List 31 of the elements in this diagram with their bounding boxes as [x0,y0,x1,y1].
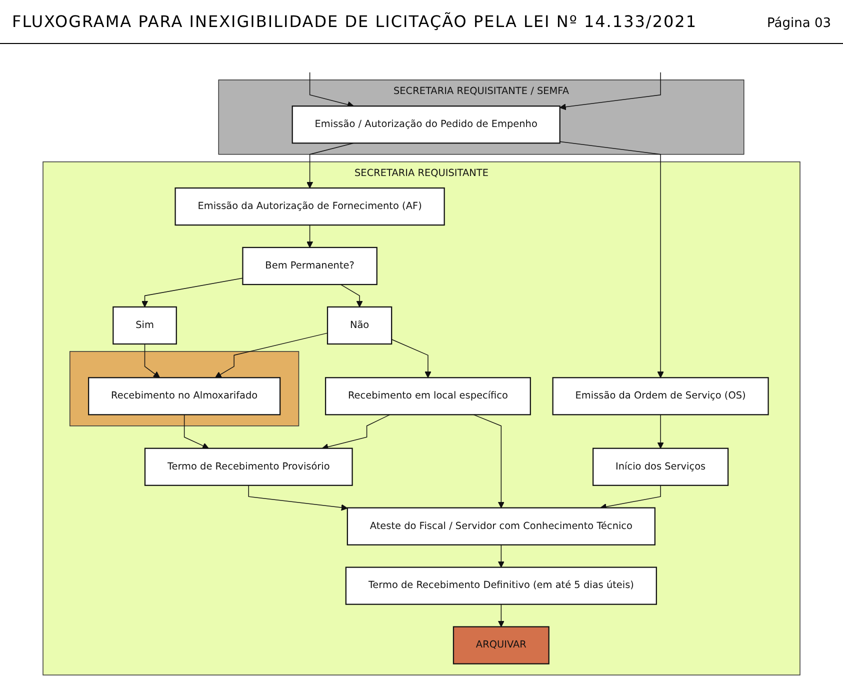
arrow [473,414,504,508]
node-box: Início dos Serviços [592,448,729,486]
node-box: Termo de Recebimento Definitivo (em até 5 dias úteis) [345,566,657,605]
node-box: Emissão da Ordem de Serviço (OS) [552,377,769,416]
node-box: Sim [112,306,177,345]
arrow [184,414,209,449]
arrow [340,284,363,308]
node-box: Recebimento no Almoxarifado [88,377,281,416]
node-box: Bem Permanente? [242,246,378,286]
node-box: ARQUIVAR [452,626,550,664]
arrow [144,344,160,378]
arrow [248,485,348,511]
arrow [309,72,354,108]
arrow [498,544,504,568]
arrow [306,224,314,248]
node-box: Não [326,306,392,345]
node-box: Termo de Recebimento Provisório [144,448,353,486]
arrow [559,141,664,378]
arrow [657,414,664,449]
arrow [498,604,504,628]
page-number: Página 03 [767,16,831,31]
node-box: Emissão da Autorização de Fornecimento (AF) [174,187,445,226]
arrow [141,278,244,308]
arrow [391,339,432,378]
arrow [214,332,328,378]
node-box: Recebimento em local específico [325,377,531,416]
node-box: Ateste do Fiscal / Servidor com Conhecimento Técnico [346,507,656,546]
diagram-title: FLUXOGRAMA PARA INEXIGIBILIDADE DE LICITAÇÃO PELA LEI Nº 14.133/2021 [12,12,698,31]
cluster [70,351,300,426]
node-box: Emissão / Autorização do Pedido de Empenho [292,106,560,144]
arrow [560,72,661,110]
